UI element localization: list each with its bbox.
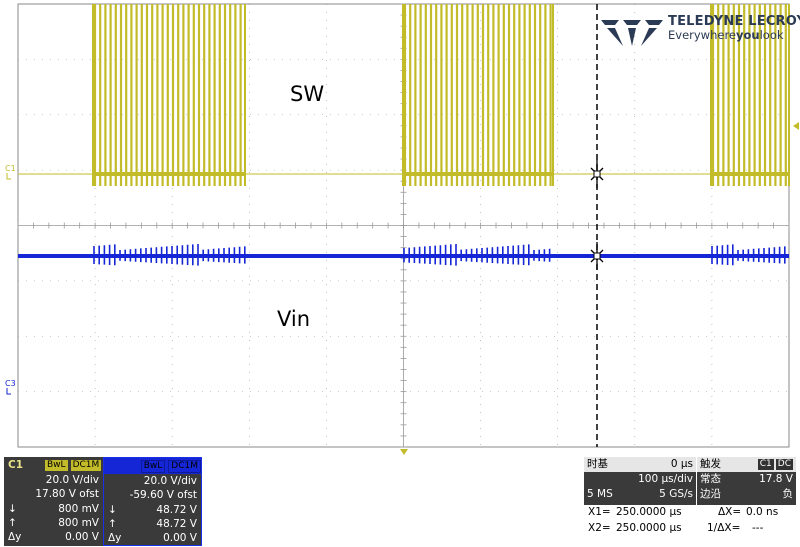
channel3-delta-label: Δy <box>108 532 122 545</box>
cursor-x2-label: X2= <box>588 522 611 534</box>
channel1-vdiv: 20.0 V/div <box>45 474 99 486</box>
cursor-dx-label: ΔX= <box>718 506 742 518</box>
channel1-bw-tag: BwL <box>45 459 68 471</box>
cursor-inv-label: 1/ΔX= <box>707 522 741 534</box>
cursor-cross-vin[interactable] <box>590 242 604 270</box>
c1-ground-marker: C1 <box>5 164 16 173</box>
sw-burst-base <box>93 172 245 176</box>
logo-tagline: Everywhereyoulook <box>668 28 784 42</box>
cursor-cross-sw[interactable] <box>590 160 604 188</box>
channel1-delta: 0.00 V <box>65 531 99 544</box>
trigger-level-marker <box>793 122 799 130</box>
channel3-coupling-tag: DC1M <box>168 459 201 473</box>
trigger-title: 触发 <box>700 458 721 470</box>
sw-pulse-bursts <box>92 4 790 186</box>
channel3-cursor1: 48.72 V <box>156 503 197 516</box>
channel3-descriptor[interactable]: C3 BwL DC1M 20.0 V/div -59.60 V ofst ↓ 48… <box>103 457 202 546</box>
channel1-coupling-tag: DC1M <box>70 459 102 471</box>
cursor-inv-value: --- <box>752 522 764 534</box>
timebase-title: 时基 <box>587 458 608 470</box>
teledyne-logo-text: TELEDYNE LECROY Everywhereyoulook <box>668 14 800 42</box>
cursor-x2-value: 250.0000 µs <box>616 522 682 534</box>
channel1-cursor1: 800 mV <box>58 502 99 515</box>
timebase-trigger-panel: 时基 0 µs 100 µs/div 5 MS 5 GS/s 触发 C1 DC 常… <box>584 457 796 505</box>
timebase-descriptor[interactable]: 时基 0 µs 100 µs/div 5 MS 5 GS/s <box>584 457 696 505</box>
timebase-tdiv: 100 µs/div <box>638 473 693 485</box>
trigger-type: 边沿 <box>700 488 721 500</box>
trigger-position-marker <box>400 449 408 455</box>
trigger-source-tag: C1 <box>757 459 774 470</box>
logo-brand: TELEDYNE LECROY <box>668 14 800 29</box>
vin-spike-path <box>93 244 786 266</box>
trigger-coupling-tag: DC <box>775 459 793 470</box>
vin-label: Vin <box>277 307 311 331</box>
channel3-delta: 0.00 V <box>163 532 197 545</box>
trigger-level: 17.8 V <box>759 473 793 485</box>
channel1-cursor2-icon: ↑ <box>8 516 17 529</box>
sw-burst-pulses <box>711 4 787 186</box>
sw-label: SW <box>290 82 325 106</box>
c3-ground-tick <box>6 388 11 395</box>
timebase-memory: 5 MS <box>587 488 613 500</box>
c1-ground-tick <box>6 173 11 180</box>
sw-burst-pulses <box>403 4 552 186</box>
channel3-offset: -59.60 V ofst <box>129 489 197 502</box>
c3-ground-marker: C3 <box>5 379 16 388</box>
channel1-cursor2: 800 mV <box>58 516 99 529</box>
teledyne-logo-icon <box>601 20 663 46</box>
sw-burst-pulses <box>93 4 242 186</box>
channel3-vdiv: 20.0 V/div <box>143 475 197 487</box>
cursor-x1-label: X1= <box>588 506 611 518</box>
channel1-cursor1-icon: ↓ <box>8 502 17 515</box>
channel1-name: C1 <box>8 459 24 471</box>
cursor-dx-value: 0.0 ns <box>746 506 779 518</box>
vin-ripple-spikes <box>93 244 786 266</box>
trigger-mode: 常态 <box>700 473 721 485</box>
channel3-cursor2-icon: ↑ <box>108 517 117 530</box>
channel3-name: C3 <box>108 460 124 472</box>
timebase-sample-rate: 5 GS/s <box>659 488 693 500</box>
channel1-delta-label: Δy <box>8 531 22 544</box>
trigger-descriptor[interactable]: 触发 C1 DC 常态 17.8 V 边沿 负 <box>697 457 796 505</box>
channel3-cursor1-icon: ↓ <box>108 503 117 516</box>
trigger-slope: 负 <box>782 488 794 500</box>
timebase-delay: 0 µs <box>670 458 693 470</box>
cursor-x1-value: 250.0000 µs <box>616 506 682 518</box>
channel3-cursor2: 48.72 V <box>156 517 197 530</box>
channel1-descriptor[interactable]: C1 BwL DC1M 20.0 V/div 17.80 V ofst ↓ 800… <box>4 457 103 546</box>
channel1-offset: 17.80 V ofst <box>35 488 99 501</box>
channel3-bw-tag: BwL <box>140 459 166 473</box>
